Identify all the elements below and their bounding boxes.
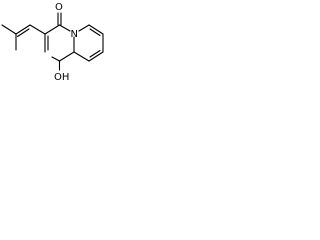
bond-c6-c7-inner <box>89 28 101 37</box>
atom-label-oxygen: O <box>55 2 63 13</box>
bond-c6-c7 <box>88 24 104 35</box>
bond-c4-c3 <box>44 24 61 35</box>
bond-methyl-left <box>1 24 17 35</box>
bond-n2-c1 <box>51 56 61 62</box>
bond-n5-c4 <box>58 24 71 32</box>
atom-label-hydroxyl: OH <box>54 72 69 83</box>
atom-label-nitrogen: N <box>71 29 78 40</box>
bond-c1-c9a <box>58 51 75 62</box>
bond-vinyl-double-2 <box>16 28 30 38</box>
bond-vinyl-double-1 <box>15 24 31 35</box>
bond-c3-vinyl <box>29 24 46 35</box>
bond-n5-c6 <box>78 24 90 32</box>
chemical-structure-canvas: O N OH <box>0 0 121 83</box>
bond-c8-c9 <box>88 51 104 62</box>
chemical-structure-diagram: O N OH <box>1 2 104 83</box>
bond-c9-c9a <box>73 51 90 62</box>
bond-c8-c9-inner <box>89 49 101 58</box>
